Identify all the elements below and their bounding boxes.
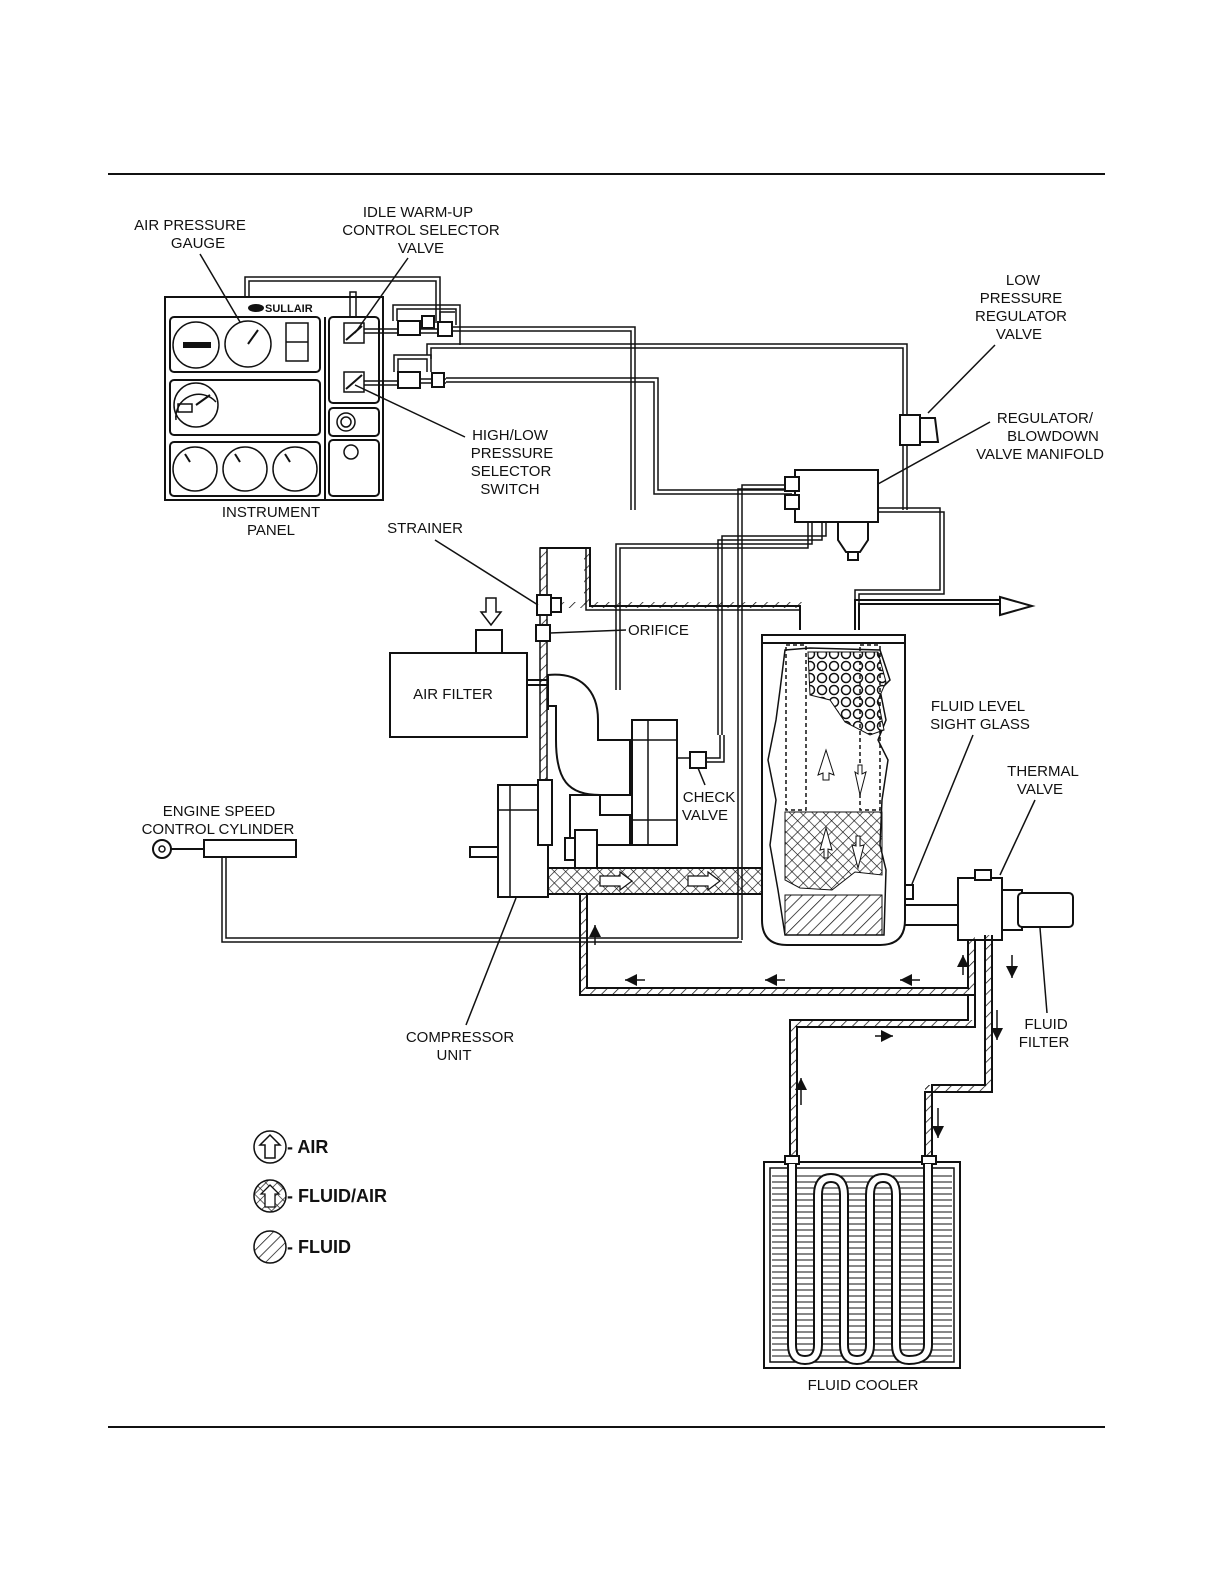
brand-logo: SULLAIR [265,303,313,315]
label-check-valve: CHECK VALVE [682,767,736,824]
svg-text:IDLE WARM-UP: IDLE WARM-UP [363,204,473,221]
check-valve-icon [689,751,707,769]
svg-text:FLUID: FLUID [1024,1016,1068,1033]
svg-text:VALVE: VALVE [398,240,444,257]
svg-text:THERMAL: THERMAL [1007,763,1079,780]
label-air-pressure-gauge: AIR PRESSURE GAUGE [134,217,246,323]
svg-text:ORIFICE: ORIFICE [628,622,689,639]
air-arrow-icon [253,1130,287,1164]
svg-text:SELECTOR: SELECTOR [471,463,552,480]
label-instrument-panel: INSTRUMENT PANEL [222,504,320,539]
strainer-icon [536,594,552,616]
label-regulator-blowdown: REGULATOR/ BLOWDOWN VALVE MANIFOLD [877,410,1104,485]
svg-text:STRAINER: STRAINER [387,520,463,537]
separator-tank [761,634,914,946]
orifice-icon [535,624,551,642]
label-orifice: ORIFICE [549,622,689,639]
svg-text:- FLUID: - FLUID [287,1237,351,1257]
fluid-hatch-icon [253,1230,287,1264]
return-fluid-lines [579,894,1018,1160]
svg-text:PANEL: PANEL [247,522,295,539]
svg-text:PRESSURE: PRESSURE [980,290,1063,307]
label-high-low-switch: HIGH/LOW PRESSURE SELECTOR SWITCH [354,384,554,498]
regulator-blowdown-manifold [615,469,945,940]
discharge-pipe [547,867,764,895]
svg-text:FLUID LEVEL: FLUID LEVEL [931,698,1025,715]
air-pressure-gauge-icon [224,320,272,368]
svg-text:VALVE MANIFOLD: VALVE MANIFOLD [976,446,1104,463]
thermal-valve [957,869,1023,941]
svg-text:INSTRUMENT: INSTRUMENT [222,504,320,521]
svg-text:HIGH/LOW: HIGH/LOW [472,427,549,444]
svg-text:AIR FILTER: AIR FILTER [413,686,493,703]
label-idle-warmup-valve: IDLE WARM-UP CONTROL SELECTOR VALVE [342,204,500,334]
high-low-switch-knob-icon [343,371,365,393]
svg-text:UNIT: UNIT [437,1047,472,1064]
svg-text:LOW: LOW [1006,272,1041,289]
fluid-filter [1017,892,1074,928]
instrument-panel: SULLAIR [164,291,384,501]
svg-text:SIGHT GLASS: SIGHT GLASS [930,716,1030,733]
svg-text:CHECK: CHECK [683,789,736,806]
svg-text:FILTER: FILTER [1019,1034,1070,1051]
svg-text:REGULATOR: REGULATOR [975,308,1067,325]
svg-text:COMPRESSOR: COMPRESSOR [406,1029,515,1046]
svg-text:PRESSURE: PRESSURE [471,445,554,462]
svg-text:BLOWDOWN: BLOWDOWN [1007,428,1099,445]
label-low-pressure-regulator: LOW PRESSURE REGULATOR VALVE [927,272,1067,414]
legend-fluid: - FLUID [253,1230,351,1264]
engine-speed-control-cylinder [152,839,742,943]
label-thermal-valve: THERMAL VALVE [999,763,1079,876]
svg-text:- AIR: - AIR [287,1137,328,1157]
label-compressor-unit: COMPRESSOR UNIT [406,897,517,1064]
air-inlet-arrow-icon [479,597,503,627]
svg-text:FLUID COOLER: FLUID COOLER [808,1377,919,1394]
svg-text:REGULATOR/: REGULATOR/ [997,410,1094,427]
label-strainer: STRAINER [387,520,539,606]
legend-air: - AIR [253,1130,328,1164]
svg-text:CONTROL CYLINDER: CONTROL CYLINDER [142,821,295,838]
svg-text:SWITCH: SWITCH [480,481,539,498]
svg-text:ENGINE SPEED: ENGINE SPEED [163,803,276,820]
label-fluid-filter: FLUID FILTER [1019,927,1070,1051]
sight-glass-icon [904,884,914,900]
legend: - AIR - FLUID/AIR - FLUID [253,1130,387,1264]
label-engine-speed-cylinder: ENGINE SPEED CONTROL CYLINDER [142,803,295,838]
svg-text:- FLUID/AIR: - FLUID/AIR [287,1186,387,1206]
control-lines [244,276,908,510]
compressor-unit [469,673,725,898]
svg-text:GAUGE: GAUGE [171,235,225,252]
svg-text:VALVE: VALVE [996,326,1042,343]
svg-text:VALVE: VALVE [1017,781,1063,798]
fluid-cooler [763,1155,961,1369]
svg-text:VALVE: VALVE [682,807,728,824]
svg-text:AIR PRESSURE: AIR PRESSURE [134,217,246,234]
air-filter [389,597,549,738]
label-fluid-level-sight-glass: FLUID LEVEL SIGHT GLASS [911,698,1030,885]
gauge-icon [172,321,220,369]
svg-text:CONTROL SELECTOR: CONTROL SELECTOR [342,222,500,239]
legend-fluid-air: - FLUID/AIR [253,1179,387,1213]
low-pressure-regulator-valve [899,414,940,510]
label-air-filter: AIR FILTER [413,686,493,703]
label-fluid-cooler: FLUID COOLER [808,1377,919,1394]
